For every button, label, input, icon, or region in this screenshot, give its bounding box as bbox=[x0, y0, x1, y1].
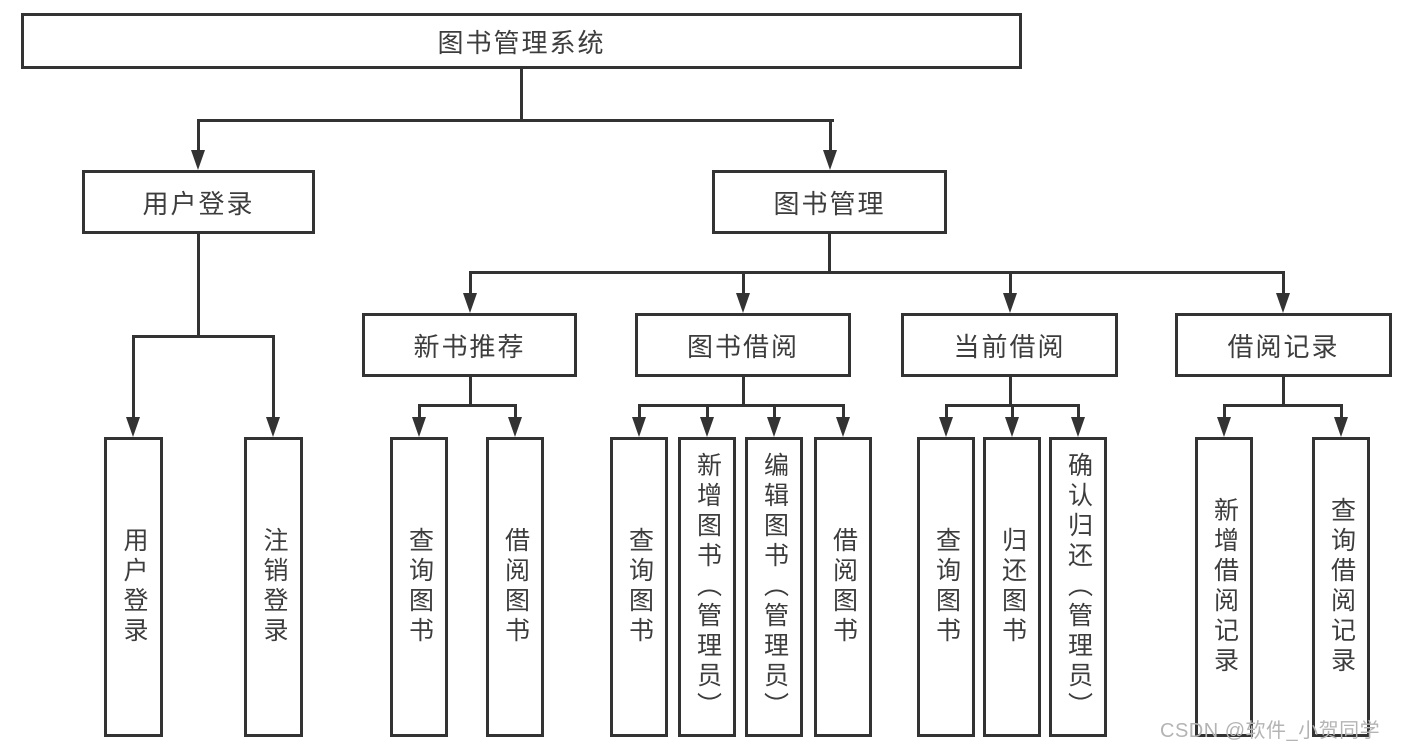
arrow-down-icon bbox=[699, 417, 714, 437]
connector-line bbox=[1010, 404, 1014, 420]
leaf-label: 新增图书（管理员） bbox=[693, 452, 722, 722]
arrow-down-icon bbox=[1216, 417, 1231, 437]
node-label: 图书借阅 bbox=[686, 331, 799, 362]
connector-line bbox=[705, 404, 709, 420]
connector-line bbox=[1008, 271, 1012, 295]
arrow-down-icon bbox=[190, 150, 205, 170]
leaf-add-book-admin: 新增图书（管理员） bbox=[678, 437, 736, 737]
connector-line bbox=[741, 271, 745, 295]
node-library-management-system: 图书管理系统 bbox=[21, 13, 1022, 69]
connector-line bbox=[772, 404, 776, 420]
connector-line bbox=[1222, 404, 1343, 407]
leaf-label: 借阅图书 bbox=[829, 527, 858, 647]
connector-line bbox=[132, 335, 275, 338]
arrow-down-icon bbox=[1333, 417, 1348, 437]
connector-line bbox=[196, 231, 200, 338]
leaf-label: 注销登录 bbox=[260, 527, 288, 647]
connector-line bbox=[272, 335, 275, 419]
node-book-borrow: 图书借阅 bbox=[635, 313, 851, 377]
arrow-down-icon bbox=[507, 417, 522, 437]
connector-line bbox=[741, 374, 745, 407]
leaf-label: 查询借阅记录 bbox=[1327, 497, 1356, 677]
arrow-down-icon bbox=[1002, 293, 1017, 313]
arrow-down-icon bbox=[766, 417, 781, 437]
leaf-add-borrow-record: 新增借阅记录 bbox=[1195, 437, 1253, 737]
node-new-book-recommend: 新书推荐 bbox=[362, 313, 577, 377]
leaf-confirm-return-admin: 确认归还（管理员） bbox=[1049, 437, 1107, 737]
connector-line bbox=[519, 67, 523, 122]
node-label: 新书推荐 bbox=[413, 331, 526, 362]
leaf-label: 用户登录 bbox=[120, 527, 148, 647]
connector-line bbox=[827, 231, 831, 274]
connector-line bbox=[417, 404, 517, 407]
arrow-down-icon bbox=[735, 293, 750, 313]
node-label: 当前借阅 bbox=[953, 331, 1066, 362]
connector-line bbox=[1076, 404, 1080, 420]
csdn-watermark: CSDN @软件_小贺同学 bbox=[1160, 720, 1381, 742]
leaf-label: 新增借阅记录 bbox=[1210, 497, 1239, 677]
arrow-down-icon bbox=[835, 417, 850, 437]
arrow-down-icon bbox=[126, 417, 140, 437]
node-borrow-records: 借阅记录 bbox=[1175, 313, 1392, 377]
arrow-down-icon bbox=[462, 293, 477, 313]
connector-line bbox=[944, 404, 948, 420]
connector-line bbox=[468, 271, 1285, 274]
connector-line bbox=[828, 119, 832, 153]
leaf-query-books-borrow: 查询图书 bbox=[610, 437, 668, 737]
arrow-down-icon bbox=[1275, 293, 1290, 313]
leaf-label: 查询图书 bbox=[625, 527, 654, 647]
connector-line bbox=[1008, 374, 1012, 407]
leaf-edit-book-admin: 编辑图书（管理员） bbox=[745, 437, 803, 737]
arrow-down-icon bbox=[266, 417, 280, 437]
connector-line bbox=[1222, 404, 1226, 420]
leaf-label: 查询图书 bbox=[405, 527, 434, 647]
leaf-label: 查询图书 bbox=[932, 527, 961, 647]
node-current-borrow: 当前借阅 bbox=[901, 313, 1118, 377]
connector-line bbox=[1281, 271, 1285, 295]
arrow-down-icon bbox=[1070, 417, 1085, 437]
connector-line bbox=[132, 335, 135, 419]
node-label: 借阅记录 bbox=[1227, 331, 1340, 362]
connector-line bbox=[468, 271, 472, 295]
connector-line bbox=[1339, 404, 1343, 420]
connector-line bbox=[637, 404, 641, 420]
node-label: 用户登录 bbox=[142, 188, 255, 219]
node-label: 图书管理 bbox=[773, 188, 886, 219]
leaf-borrow-books-recommend: 借阅图书 bbox=[486, 437, 544, 737]
node-book-management: 图书管理 bbox=[712, 170, 947, 234]
connector-line bbox=[841, 404, 845, 420]
connector-line bbox=[196, 119, 200, 153]
arrow-down-icon bbox=[631, 417, 646, 437]
connector-line bbox=[468, 374, 472, 407]
leaf-label: 编辑图书（管理员） bbox=[760, 452, 789, 722]
leaf-borrow-books: 借阅图书 bbox=[814, 437, 872, 737]
leaf-return-book: 归还图书 bbox=[983, 437, 1041, 737]
arrow-down-icon bbox=[1004, 417, 1019, 437]
arrow-down-icon bbox=[411, 417, 426, 437]
connector-line bbox=[1281, 374, 1285, 407]
leaf-query-books-current: 查询图书 bbox=[917, 437, 975, 737]
node-user-login: 用户登录 bbox=[82, 170, 315, 234]
leaf-logout: 注销登录 bbox=[244, 437, 303, 737]
connector-line bbox=[637, 404, 845, 407]
leaf-user-login: 用户登录 bbox=[104, 437, 163, 737]
leaf-query-books-recommend: 查询图书 bbox=[390, 437, 448, 737]
arrow-down-icon bbox=[938, 417, 953, 437]
connector-line bbox=[196, 119, 834, 122]
arrow-down-icon bbox=[822, 150, 837, 170]
connector-line bbox=[417, 404, 421, 420]
connector-line bbox=[513, 404, 517, 420]
leaf-label: 借阅图书 bbox=[501, 527, 530, 647]
node-label: 图书管理系统 bbox=[437, 27, 606, 58]
leaf-label: 确认归还（管理员） bbox=[1064, 452, 1093, 722]
leaf-label: 归还图书 bbox=[998, 527, 1027, 647]
leaf-query-borrow-record: 查询借阅记录 bbox=[1312, 437, 1370, 737]
